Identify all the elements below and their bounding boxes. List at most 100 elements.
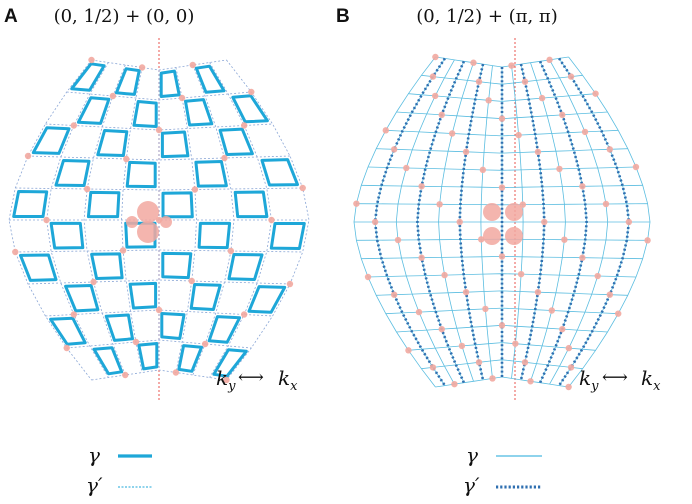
momentum-dot: [418, 183, 425, 190]
momentum-dot: [403, 164, 410, 172]
gamma-quad: [54, 159, 91, 187]
momentum-dot: [644, 237, 651, 244]
momentum-dot: [534, 148, 542, 156]
momentum-dot: [534, 288, 542, 296]
momentum-dot: [122, 371, 129, 379]
gamma-quad: [86, 190, 121, 219]
momentum-dot: [438, 325, 445, 333]
panel-b-grid-col: [530, 62, 566, 382]
momentum-dot: [441, 271, 448, 279]
momentum-dot: [519, 201, 526, 208]
momentum-dot: [602, 200, 610, 208]
momentum-dot: [221, 154, 228, 162]
gamma-quad: [70, 62, 106, 92]
panel-a-kx: kx: [278, 366, 298, 394]
gamma-quad: [49, 221, 85, 250]
momentum-dot: [415, 308, 423, 316]
panel-b-kx: kx: [641, 366, 661, 394]
momentum-dot: [485, 97, 492, 104]
momentum-dot: [512, 340, 519, 347]
momentum-dot: [541, 218, 548, 226]
momentum-dot: [632, 163, 640, 171]
momentum-dot: [515, 131, 522, 139]
gamma-quad: [160, 312, 186, 340]
panel-b-grid-col: [511, 65, 524, 379]
panel-a-grid-row: [15, 187, 303, 191]
center-dot: [126, 216, 138, 228]
panel-b-grid-col: [480, 65, 493, 379]
momentum-dot: [565, 344, 573, 352]
momentum-dot: [498, 322, 506, 329]
momentum-dot: [479, 166, 487, 174]
panel-a-ky: ky: [216, 366, 236, 394]
gamma-quad: [212, 348, 248, 378]
panel-b-ky: ky: [579, 366, 599, 394]
momentum-dot: [268, 216, 275, 224]
panel-a-arrow: ⟷: [238, 367, 264, 388]
momentum-dot: [132, 338, 140, 346]
panel-a-grid-row: [91, 369, 227, 381]
center-dot: [160, 216, 172, 228]
panel-a-dots: [12, 56, 306, 384]
gamma-quad: [231, 94, 269, 124]
gamma-quad: [96, 129, 129, 157]
gamma-quad: [218, 127, 254, 156]
gamma-quad: [90, 252, 124, 280]
panel-b-arrow: ⟷: [602, 367, 628, 388]
momentum-dot: [299, 184, 306, 192]
panel-a: A (0, 1/2) + (0, 0) ky ⟷ kx: [4, 6, 310, 400]
momentum-dot: [521, 359, 529, 366]
gamma-quad: [194, 160, 228, 188]
legend-a-gamma-symbol: γ: [88, 443, 100, 467]
momentum-dot: [88, 56, 95, 64]
center-dot: [483, 227, 501, 245]
momentum-dot: [475, 359, 483, 366]
momentum-dot: [489, 375, 496, 382]
panel-a-grid-col: [46, 62, 109, 378]
gamma-prime-dotted-line: [558, 57, 631, 387]
momentum-dot: [227, 247, 235, 255]
panel-b-letter: B: [336, 6, 350, 27]
momentum-dot: [24, 152, 32, 160]
momentum-dot: [592, 90, 599, 97]
momentum-dot: [565, 383, 572, 391]
gamma-quad: [207, 315, 242, 344]
gamma-quad: [104, 313, 134, 342]
gamma-quad: [227, 253, 264, 281]
gamma-quad: [64, 284, 100, 313]
gamma-quad: [233, 190, 269, 219]
momentum-dot: [371, 218, 379, 226]
momentum-dot: [240, 311, 248, 318]
momentum-dot: [188, 277, 195, 285]
momentum-dot: [527, 378, 534, 385]
gamma-quad: [31, 126, 71, 155]
gamma-quad: [260, 158, 299, 187]
momentum-dot: [594, 272, 601, 280]
momentum-dot: [458, 342, 466, 350]
momentum-dot: [123, 155, 130, 163]
gamma-quad: [159, 69, 181, 98]
gamma-quad: [49, 316, 87, 346]
momentum-dot: [567, 364, 575, 371]
momentum-dot: [548, 307, 556, 314]
momentum-dot: [448, 130, 456, 137]
momentum-dot: [606, 291, 613, 298]
gamma-quad: [132, 100, 158, 128]
center-dot: [505, 203, 523, 221]
panel-a-gamma-quads: [12, 62, 306, 378]
momentum-dot: [109, 92, 117, 100]
panel-a-grid-col: [192, 64, 235, 376]
center-dot: [137, 221, 159, 243]
gamma-quad: [114, 67, 141, 96]
gamma-quad: [92, 346, 124, 376]
momentum-dot: [83, 185, 91, 193]
momentum-dot: [498, 115, 506, 122]
momentum-dot: [451, 380, 458, 388]
momentum-dot: [172, 369, 180, 376]
gamma-quad: [137, 342, 159, 371]
momentum-dot: [556, 165, 563, 173]
legend-b: γ γ′: [463, 443, 542, 497]
panel-b-grid-col: [353, 56, 436, 388]
momentum-dot: [178, 94, 186, 102]
